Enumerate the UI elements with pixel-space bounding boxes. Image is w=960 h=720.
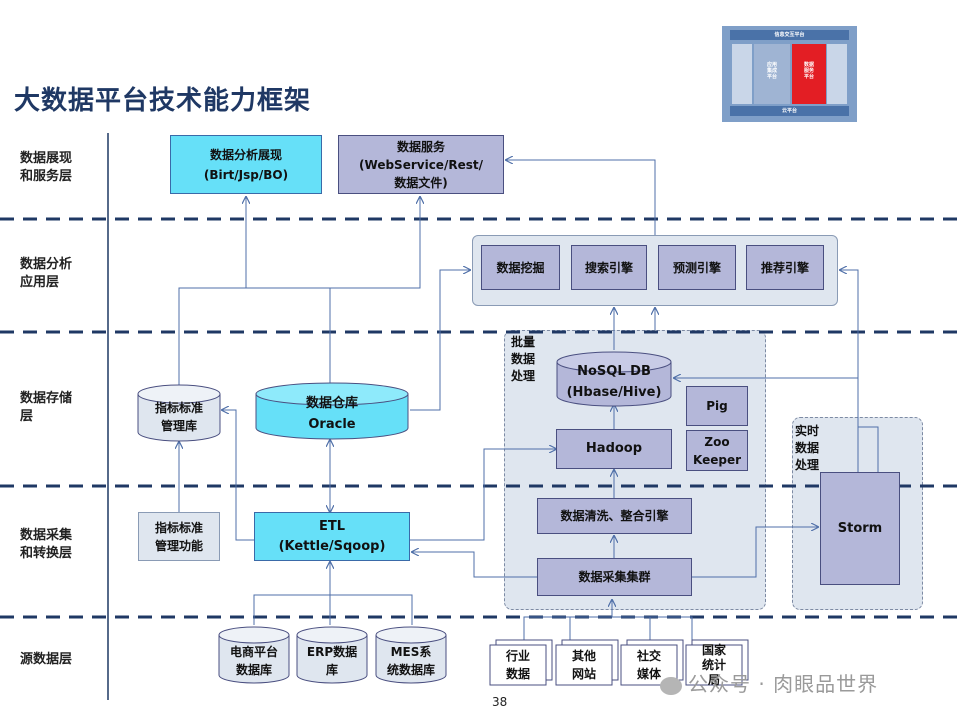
metric-mgmt-label: 指标标准 管理功能 <box>154 520 203 553</box>
app-recommendation-engine-label: 推荐引擎 <box>760 260 809 275</box>
data-warehouse-label: 数据仓库 Oracle <box>305 396 358 432</box>
app-prediction-engine: 预测引擎 <box>658 245 736 290</box>
source-doc-national-stats: 国家 统计 局 <box>701 642 726 687</box>
app-search-engine-label: 搜索引擎 <box>584 260 633 275</box>
zookeeper-box: Zoo Keeper <box>686 430 748 471</box>
app-recommendation-engine: 推荐引擎 <box>746 245 824 290</box>
thumb-top-label: 信息交互平台 <box>774 32 805 38</box>
wechat-icon <box>660 676 682 695</box>
data-service-label: 数据服务 (WebService/Rest/ 数据文件) <box>359 139 483 190</box>
hadoop-box: Hadoop <box>556 429 672 469</box>
hadoop-label: Hadoop <box>585 441 643 456</box>
layer-label-presentation: 数据展现 和服务层 <box>20 151 73 184</box>
source-db-mes: MES系 统数据库 <box>386 645 435 677</box>
architecture-thumbnail: 信息交互平台 应用 集成 平台 数据 服务 平台 云平台 <box>722 26 857 122</box>
app-prediction-engine-label: 预测引擎 <box>672 260 721 275</box>
page-title: 大数据平台技术能力框架 <box>14 86 312 116</box>
thumb-bottom-label: 云平台 <box>781 108 797 114</box>
source-doc-social-media: 社交 媒体 <box>636 649 661 681</box>
metric-mgmt-box: 指标标准 管理功能 <box>138 512 220 561</box>
layer-label-source: 源数据层 <box>20 652 73 667</box>
watermark-text: 公众号 · 肉眼品世界 <box>688 672 879 696</box>
layer-label-analysis: 数据分析 应用层 <box>20 257 73 290</box>
nosql-db-label: NoSQL DB (Hbase/Hive) <box>566 364 662 400</box>
watermark: 公众号 · 肉眼品世界 <box>660 668 878 697</box>
source-db-ecommerce: 电商平台 数据库 <box>229 645 278 677</box>
analysis-display-label: 数据分析展现 (Birt/Jsp/BO) <box>203 147 289 182</box>
thumb-left-label: 应用 集成 平台 <box>766 62 777 80</box>
source-db-erp: ERP数据 库 <box>306 645 358 677</box>
source-doc-other-sites: 其他 网站 <box>571 649 596 681</box>
collection-cluster-box: 数据采集集群 <box>537 558 692 596</box>
storm-box: Storm <box>820 472 900 585</box>
layer-label-collection: 数据采集 和转换层 <box>20 528 73 561</box>
cleaning-engine-box: 数据清洗、整合引擎 <box>537 498 692 534</box>
analysis-display-box: 数据分析展现 (Birt/Jsp/BO) <box>170 135 322 194</box>
app-search-engine: 搜索引擎 <box>571 245 647 290</box>
batch-processing-label: 批量 数据 处理 <box>511 335 536 383</box>
cleaning-engine-label: 数据清洗、整合引擎 <box>560 509 669 523</box>
page-number: 38 <box>492 695 508 709</box>
app-data-mining: 数据挖掘 <box>481 245 560 290</box>
data-service-box: 数据服务 (WebService/Rest/ 数据文件) <box>338 135 504 194</box>
pig-label: Pig <box>706 399 728 413</box>
source-doc-industry: 行业 数据 <box>505 649 530 681</box>
zookeeper-label: Zoo Keeper <box>692 434 741 467</box>
storm-label: Storm <box>837 520 883 536</box>
etl-box: ETL (Kettle/Sqoop) <box>254 512 410 561</box>
pig-box: Pig <box>686 386 748 426</box>
layer-label-storage: 数据存储 层 <box>20 391 73 424</box>
realtime-processing-label: 实时 数据 处理 <box>795 424 820 472</box>
collection-cluster-label: 数据采集集群 <box>578 570 651 584</box>
thumb-right-label: 数据 服务 平台 <box>803 62 814 80</box>
app-data-mining-label: 数据挖掘 <box>496 260 545 275</box>
etl-label: ETL (Kettle/Sqoop) <box>278 518 386 554</box>
metric-repo-label: 指标标准 管理库 <box>154 401 203 433</box>
